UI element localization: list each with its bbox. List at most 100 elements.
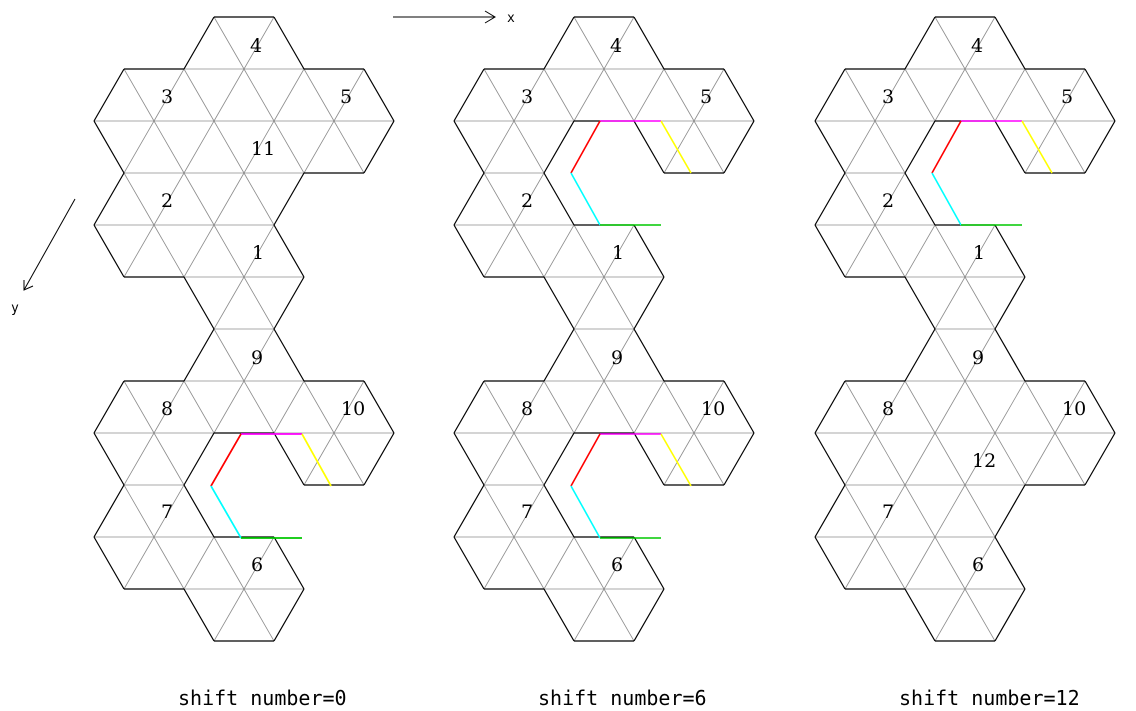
net-inner-edge xyxy=(1054,432,1086,486)
net-inner-edge xyxy=(693,120,725,174)
panel-caption: shift number=12 xyxy=(899,686,1080,710)
net-outline-edge xyxy=(453,120,485,174)
net-inner-edge xyxy=(273,380,305,434)
net-inner-edge xyxy=(874,68,906,122)
net-inner-edge xyxy=(603,536,635,590)
net-outline-edge xyxy=(453,536,485,590)
net-outline-edge xyxy=(994,484,1026,538)
net-inner-edge xyxy=(603,328,635,382)
net-outline-edge xyxy=(183,588,215,642)
net-inner-edge xyxy=(333,120,365,174)
net-inner-edge xyxy=(1024,120,1056,174)
net-outline-edge xyxy=(814,380,846,434)
net-inner-edge xyxy=(123,380,155,434)
net-inner-edge xyxy=(934,380,966,434)
face-label-9: 9 xyxy=(611,347,623,369)
net-outline-edge xyxy=(273,536,305,590)
net-outline-edge xyxy=(543,328,575,382)
net-outline-edge xyxy=(814,432,846,486)
net-inner-edge xyxy=(904,484,936,538)
face-label-11: 11 xyxy=(251,138,275,160)
net-outline-edge xyxy=(723,432,755,486)
net-inner-edge xyxy=(904,380,936,434)
net-inner-edge xyxy=(213,380,245,434)
net-inner-edge xyxy=(904,536,936,590)
net-inner-edge xyxy=(273,68,305,122)
net-outline-edge xyxy=(543,484,575,538)
highlight-edge-cyan xyxy=(931,172,962,226)
net-inner-edge xyxy=(964,68,996,122)
face-label-6: 6 xyxy=(972,554,984,576)
net-outline-edge xyxy=(904,276,936,330)
net-inner-edge xyxy=(183,68,215,122)
net-panel-shift-12: 4 3 5 2 1 9 8 10 12 7 6 shift number=12 xyxy=(814,16,1116,710)
net-outline-edge xyxy=(453,68,485,122)
outline-edges xyxy=(93,16,395,642)
net-inner-edge xyxy=(603,16,635,70)
net-inner-edge xyxy=(904,224,936,278)
net-inner-edge xyxy=(303,432,335,486)
net-inner-edge xyxy=(243,16,275,70)
net-inner-edge xyxy=(603,68,635,122)
highlight-edge-cyan xyxy=(210,485,242,539)
net-outline-edge xyxy=(543,120,575,174)
net-outline-edge xyxy=(904,172,936,226)
net-inner-edge xyxy=(483,224,515,278)
net-inner-edge xyxy=(874,120,906,174)
face-label-4: 4 xyxy=(250,35,262,57)
net-inner-edge xyxy=(123,432,155,486)
net-inner-edge xyxy=(243,328,275,382)
net-inner-edge xyxy=(513,484,545,538)
net-inner-edge xyxy=(243,536,275,590)
net-inner-edge xyxy=(934,536,966,590)
net-inner-edge xyxy=(844,484,876,538)
net-inner-edge xyxy=(994,380,1026,434)
net-outline-edge xyxy=(453,224,485,278)
net-outline-edge xyxy=(814,172,846,226)
net-inner-edge xyxy=(603,224,635,278)
net-inner-edge xyxy=(543,68,575,122)
net-outline-edge xyxy=(633,536,665,590)
net-inner-edge xyxy=(693,432,725,486)
net-inner-edge xyxy=(663,68,695,122)
face-label-4: 4 xyxy=(971,35,983,57)
net-inner-edge xyxy=(483,172,515,226)
net-outline-edge xyxy=(273,16,305,70)
highlight-edge-red xyxy=(210,433,242,487)
net-inner-edge xyxy=(303,380,335,434)
net-inner-edge xyxy=(183,172,215,226)
net-outline-edge xyxy=(363,68,395,122)
net-outline-edge xyxy=(994,328,1026,382)
net-inner-edge xyxy=(213,276,245,330)
net-inner-edge xyxy=(573,588,605,642)
net-outline-edge xyxy=(93,536,125,590)
net-inner-edge xyxy=(183,380,215,434)
net-inner-edge xyxy=(213,68,245,122)
net-inner-edge xyxy=(964,328,996,382)
highlight-edge-cyan xyxy=(570,172,601,226)
net-inner-edge xyxy=(183,224,215,278)
face-label-9: 9 xyxy=(972,347,984,369)
net-inner-edge xyxy=(213,172,245,226)
face-label-5: 5 xyxy=(700,86,712,108)
net-inner-edge xyxy=(934,16,966,70)
net-inner-edge xyxy=(633,380,665,434)
net-inner-edge xyxy=(603,276,635,330)
net-inner-edge xyxy=(964,380,996,434)
net-inner-edge xyxy=(243,380,275,434)
net-inner-edge xyxy=(874,484,906,538)
net-outline-edge xyxy=(453,380,485,434)
net-outline-edge xyxy=(183,432,215,486)
net-inner-edge xyxy=(1054,68,1086,122)
net-outline-edge xyxy=(453,484,485,538)
net-outline-edge xyxy=(453,172,485,226)
net-inner-edge xyxy=(573,68,605,122)
net-inner-edge xyxy=(663,380,695,434)
face-label-1: 1 xyxy=(252,242,264,264)
net-inner-edge xyxy=(303,120,335,174)
net-outline-edge xyxy=(904,328,936,382)
net-inner-edge xyxy=(513,432,545,486)
net-inner-edge xyxy=(573,328,605,382)
net-outline-edge xyxy=(1084,432,1116,486)
net-inner-edge xyxy=(693,68,725,122)
